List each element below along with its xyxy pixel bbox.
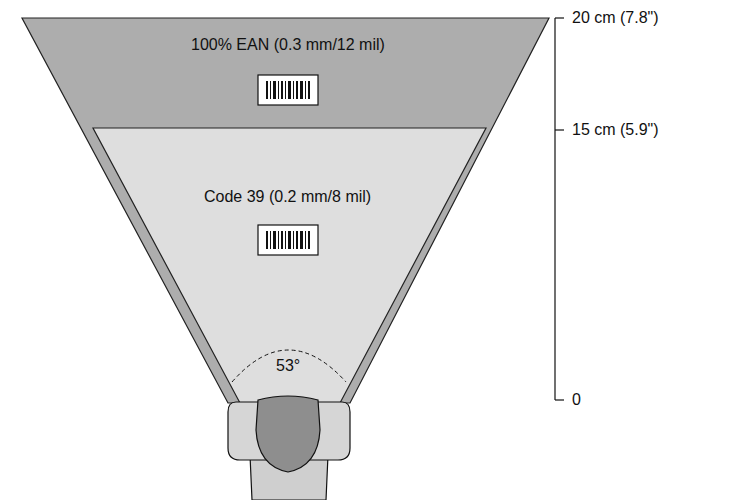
band-outline <box>22 18 549 403</box>
barcode-icon <box>266 81 310 99</box>
band-outline <box>22 18 549 403</box>
angle-label: 53° <box>276 356 300 376</box>
barcode-icon <box>258 75 318 105</box>
barcode-icon <box>266 231 310 249</box>
band-label: 100% EAN (0.3 mm/12 mil) <box>191 35 385 55</box>
scale-bar <box>555 18 564 400</box>
scanner <box>228 396 350 500</box>
band-outline <box>93 128 486 403</box>
barcode-icon <box>258 225 318 255</box>
field-band: 100% EAN (0.3 mm/12 mil) Code 39 (0.2 mm/… <box>22 18 549 403</box>
band-label: Code 39 (0.2 mm/8 mil) <box>204 187 371 207</box>
scale-label: 15 cm (5.9") <box>572 120 659 140</box>
scale-label: 20 cm (7.8") <box>572 8 659 28</box>
scale-label: 0 <box>572 390 581 410</box>
